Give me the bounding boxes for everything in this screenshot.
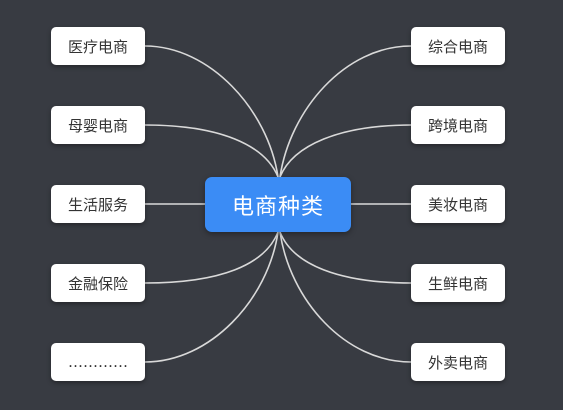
node-label: 母婴电商 <box>67 116 128 135</box>
node-life-services[interactable]: 生活服务 <box>51 185 145 223</box>
link-right-2 <box>279 124 412 178</box>
node-medical-ecommerce[interactable]: 医疗电商 <box>51 27 145 65</box>
node-fresh-food-ecommerce[interactable]: 生鲜电商 <box>411 264 505 302</box>
node-general-ecommerce[interactable]: 综合电商 <box>411 27 505 65</box>
node-maternal-baby-ecommerce[interactable]: 母婴电商 <box>51 106 145 144</box>
node-label: 美妆电商 <box>427 195 488 214</box>
node-label: ………… <box>68 353 128 371</box>
node-label: 金融保险 <box>67 274 128 293</box>
node-label: 综合电商 <box>427 37 488 56</box>
node-food-delivery-ecommerce[interactable]: 外卖电商 <box>411 343 505 381</box>
link-left-4 <box>144 231 279 284</box>
link-right-5 <box>279 231 412 363</box>
link-left-2 <box>144 124 279 178</box>
node-label: 生鲜电商 <box>427 274 488 293</box>
center-topic-node[interactable]: 电商种类 <box>205 177 351 232</box>
node-label: 外卖电商 <box>427 353 488 372</box>
link-right-4 <box>279 231 412 284</box>
node-label: 医疗电商 <box>67 37 128 56</box>
center-topic-label: 电商种类 <box>231 194 324 220</box>
node-ellipsis[interactable]: ………… <box>51 343 145 381</box>
link-left-5 <box>144 231 279 363</box>
link-right-1 <box>279 45 412 178</box>
node-label: 跨境电商 <box>427 116 488 135</box>
node-crossborder-ecommerce[interactable]: 跨境电商 <box>411 106 505 144</box>
node-beauty-ecommerce[interactable]: 美妆电商 <box>411 185 505 223</box>
link-left-1 <box>144 45 279 178</box>
node-label: 生活服务 <box>67 195 128 214</box>
node-finance-insurance[interactable]: 金融保险 <box>51 264 145 302</box>
